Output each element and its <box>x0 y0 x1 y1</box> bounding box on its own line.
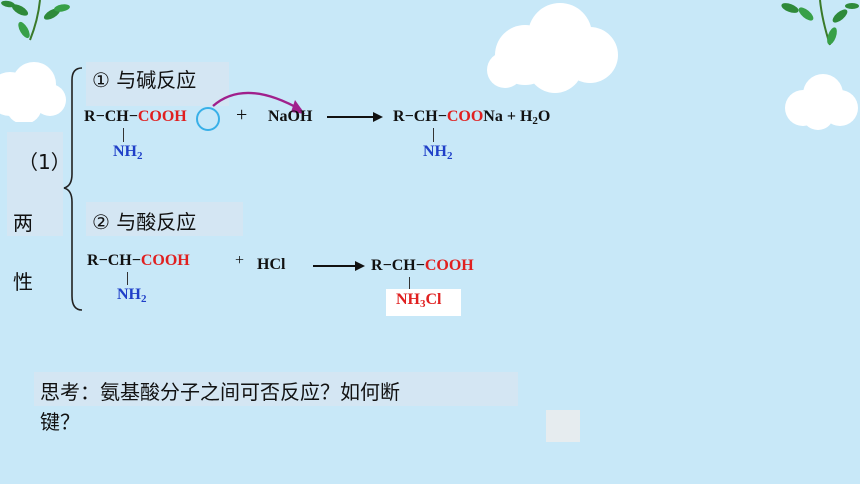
bond-line <box>127 272 128 285</box>
section-title-line2: 性 <box>13 270 33 294</box>
question-line1: 思考：氨基酸分子之间可否反应？如何断 <box>40 380 400 404</box>
reaction1-reactant-amino: NH2 <box>113 143 143 162</box>
section-number: （1） <box>18 150 71 174</box>
question-line2: 键？ <box>40 410 80 434</box>
cloud-icon <box>487 3 618 93</box>
reaction2-heading-box <box>86 202 243 236</box>
acidic-hydrogen: H <box>174 108 187 125</box>
brace-icon <box>63 67 83 311</box>
curved-arrow-icon <box>212 91 305 114</box>
reaction1-heading-box <box>86 62 229 106</box>
reaction2-product: R−CH−COOH <box>371 257 474 274</box>
reaction2-product-ammonium: NH3Cl <box>396 291 442 310</box>
reaction2-reactant: R−CH−COOH <box>87 252 190 269</box>
section-title-line1: 两 <box>13 211 33 235</box>
section-label-box <box>7 132 63 236</box>
reaction1-plus: + <box>236 104 248 126</box>
reaction-arrow-icon <box>313 261 365 271</box>
reaction-arrow-icon <box>327 112 383 122</box>
cloud-icon <box>0 62 66 122</box>
reaction2-heading: ② 与酸反应 <box>92 210 197 234</box>
reaction1-product: R−CH−COONa + H2O <box>393 108 551 127</box>
reaction1-reagent: NaOH <box>268 108 313 125</box>
reaction2-plus: + <box>235 252 245 269</box>
reaction2-reagent: HCl <box>257 256 286 273</box>
reaction1-reactant: R−CH−COOH <box>84 108 187 125</box>
bond-line <box>409 277 410 289</box>
leaf-branch-icon <box>781 0 859 46</box>
placeholder-square <box>546 410 580 442</box>
question-box <box>34 372 518 406</box>
leaf-branch-icon <box>1 0 70 41</box>
reaction1-product-amino: NH2 <box>423 143 453 162</box>
bond-line <box>123 128 124 142</box>
bond-line <box>433 128 434 142</box>
cloud-icon <box>785 74 858 130</box>
reaction2-reactant-amino: NH2 <box>117 286 147 305</box>
reaction1-heading: ① 与碱反应 <box>92 68 197 92</box>
ammonium-highlight-box <box>386 289 461 316</box>
highlight-circle-icon <box>196 107 220 131</box>
